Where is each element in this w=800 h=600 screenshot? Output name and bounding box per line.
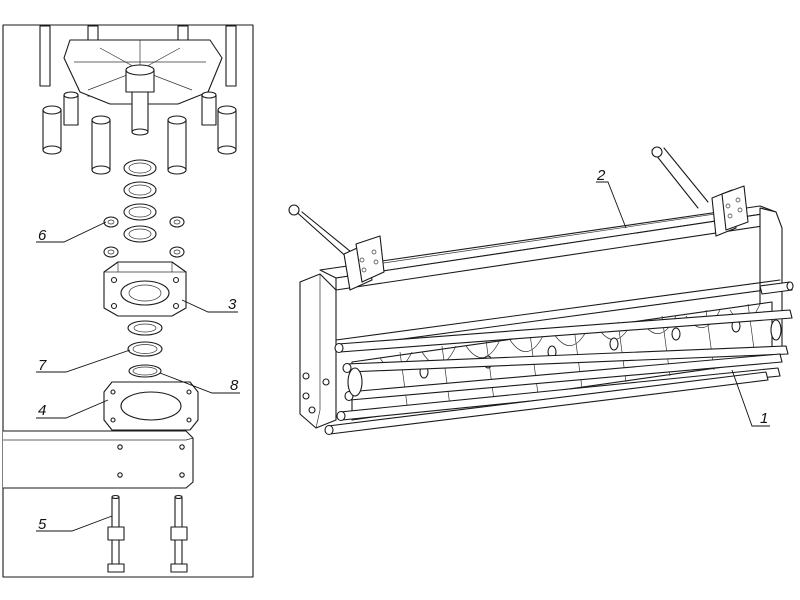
callout-1-label: 1 (760, 410, 768, 427)
hex-nuts (103, 216, 185, 258)
callout-3-label: 3 (228, 296, 237, 313)
detail-panel-frame (2, 24, 254, 578)
callout-8-label: 8 (230, 377, 239, 394)
callout-2-label: 2 (596, 167, 606, 184)
rotor-hub-assembly (39, 25, 237, 175)
callout-7: 7 (36, 349, 131, 374)
lower-rings (127, 320, 163, 378)
gasket-plate (103, 381, 199, 431)
frame-beam (3, 430, 194, 489)
callout-8: 8 (159, 372, 240, 394)
callout-6-label: 6 (38, 227, 47, 244)
callout-6: 6 (36, 221, 107, 244)
callout-1: 1 (731, 369, 770, 427)
callout-7-label: 7 (38, 357, 47, 374)
callout-5-label: 5 (38, 516, 47, 533)
callout-4: 4 (36, 399, 109, 419)
callout-4-label: 4 (38, 402, 46, 419)
callout-3: 3 (181, 296, 238, 313)
callout-5: 5 (36, 515, 113, 533)
bolts (107, 494, 188, 573)
bearing-housing (103, 261, 187, 317)
callout-2: 2 (596, 167, 627, 229)
seal-ring-stack (123, 159, 157, 243)
roller-tubes (324, 281, 794, 436)
roller-assembly (288, 146, 794, 436)
